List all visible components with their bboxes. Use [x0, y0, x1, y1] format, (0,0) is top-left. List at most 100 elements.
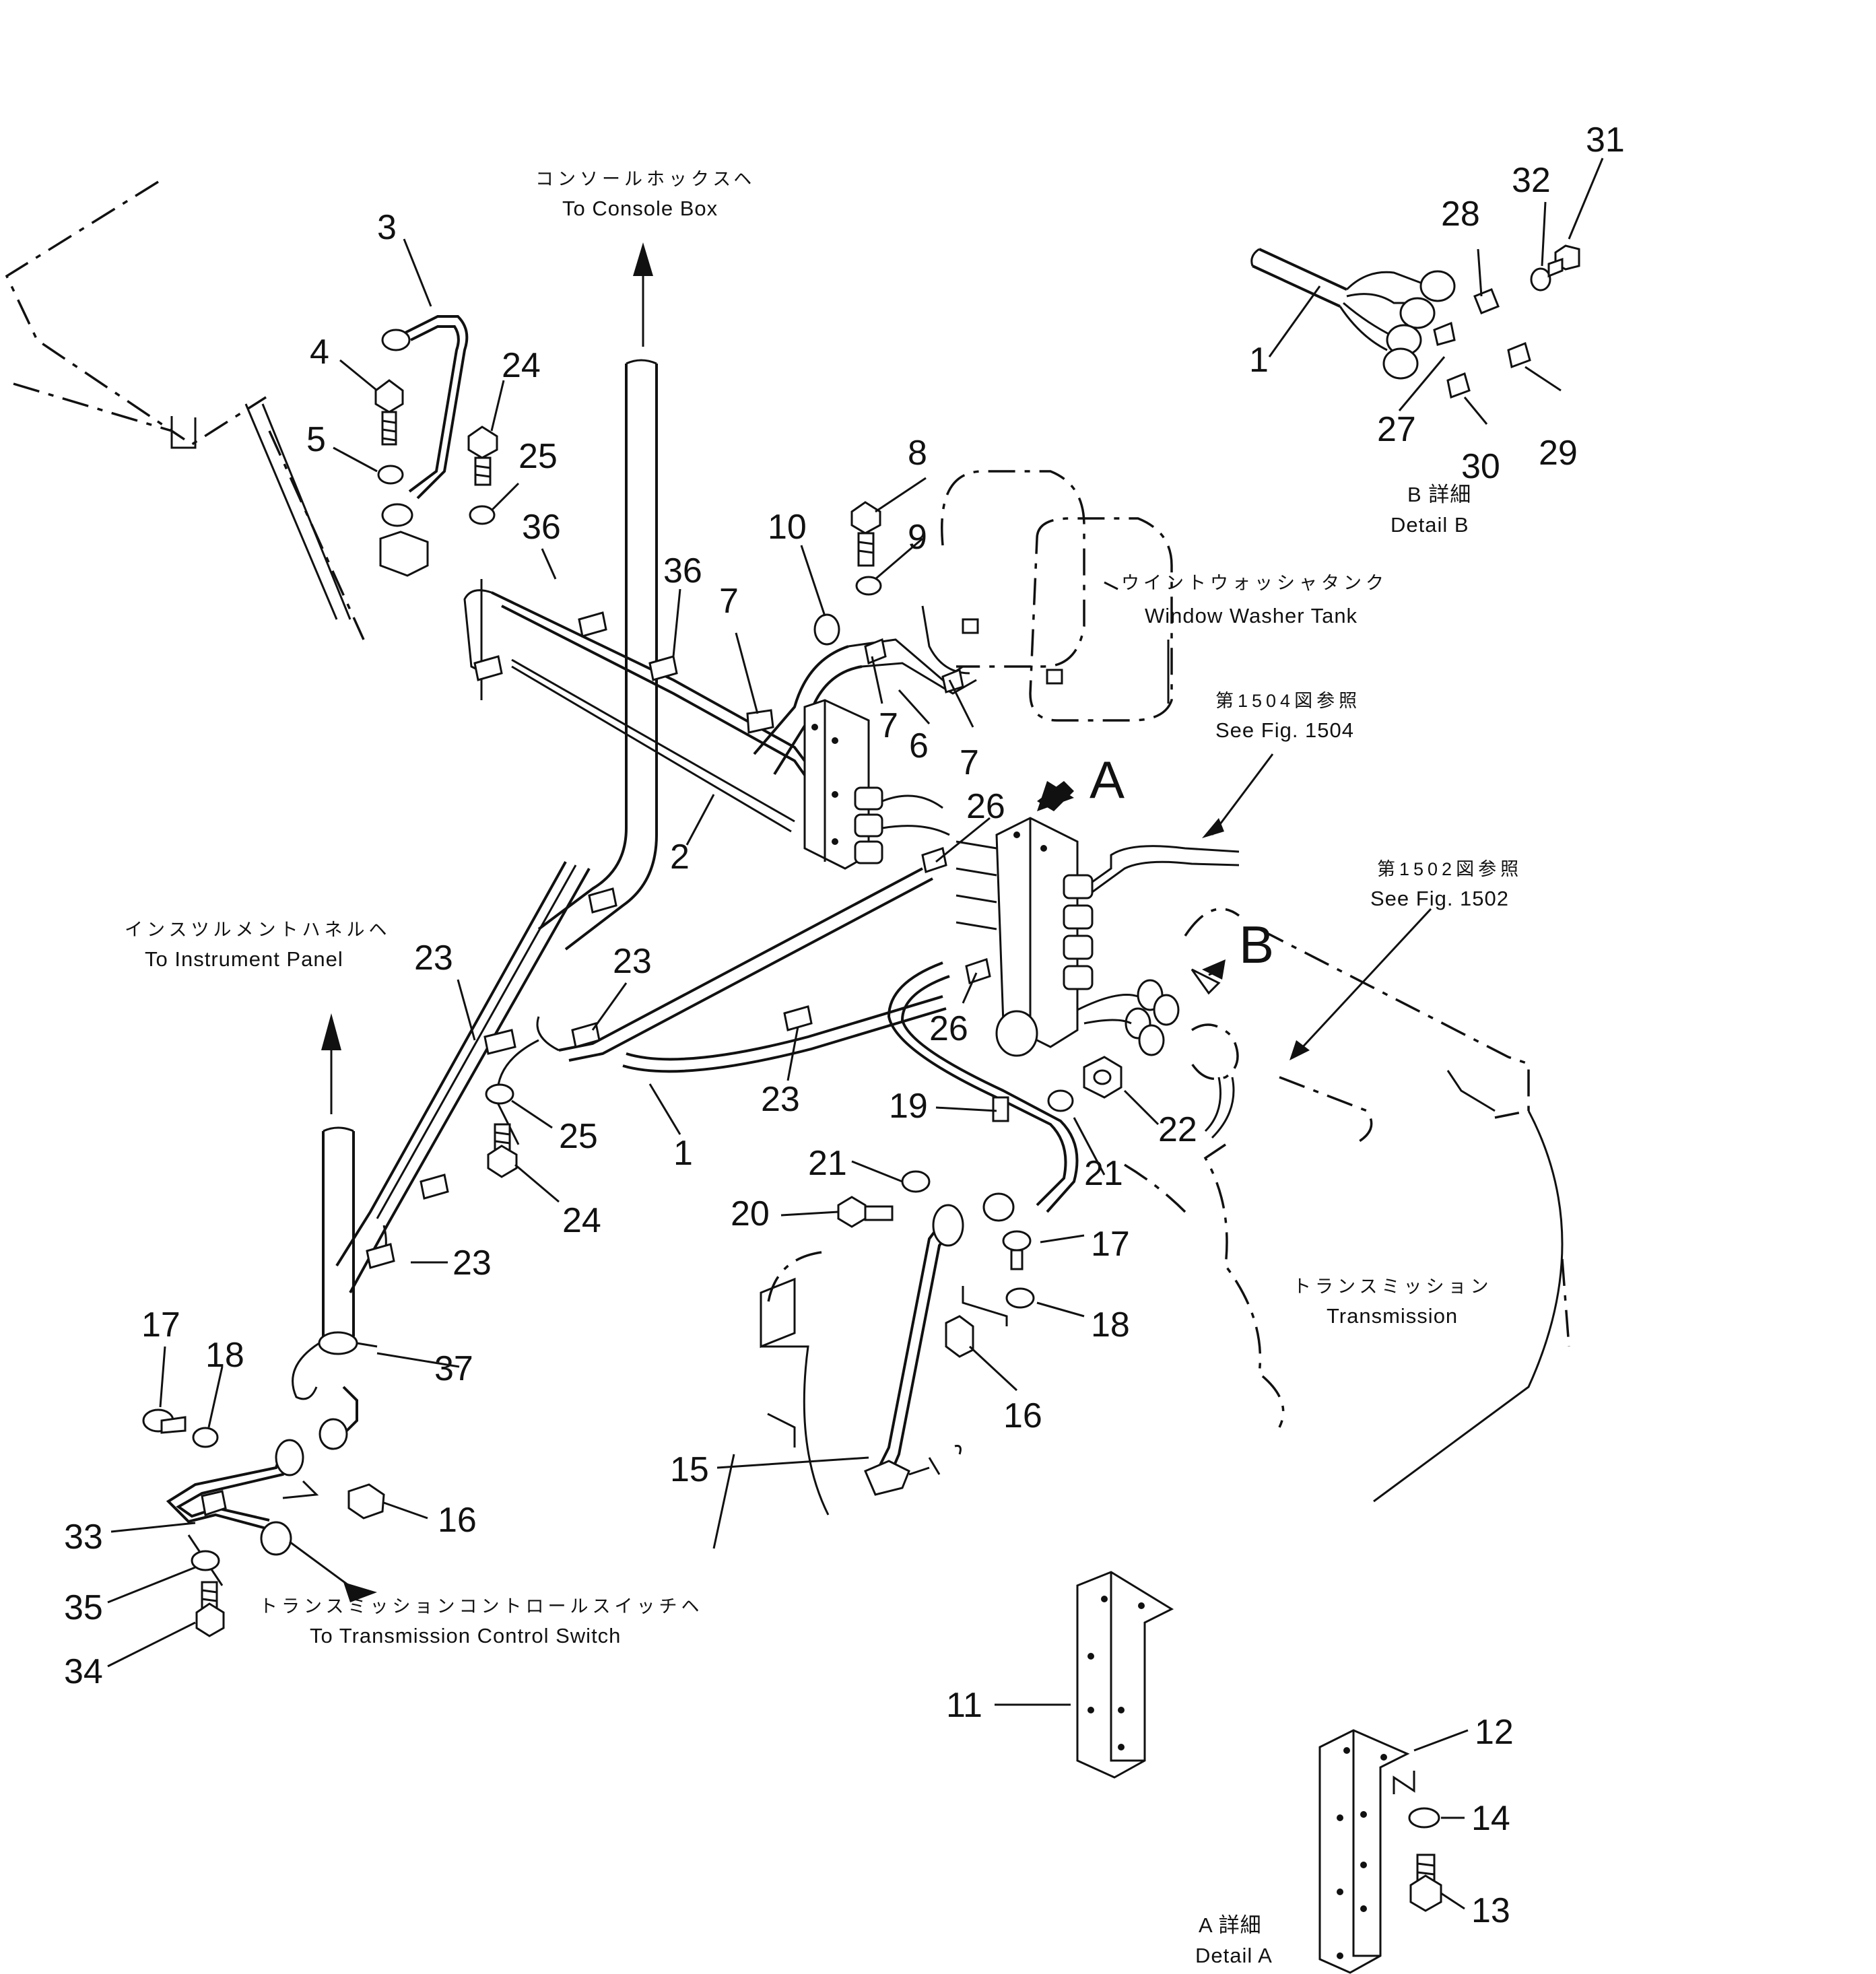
- callout-14: 14: [1471, 1799, 1510, 1838]
- callout-7a: 7: [719, 582, 739, 621]
- callout-26a: 26: [966, 787, 1005, 826]
- callout-18b: 18: [205, 1336, 244, 1375]
- bolt-13: [1409, 1853, 1442, 1912]
- washer-21-right: [1047, 1089, 1074, 1112]
- bolt-24-lower: [487, 1123, 518, 1178]
- washer-25-lower: [485, 1083, 514, 1105]
- console-conduit: [537, 242, 658, 951]
- callout-27: 27: [1377, 410, 1416, 449]
- cab-outline: [5, 180, 365, 640]
- detail-letter-b: B: [1239, 915, 1274, 974]
- transmission-outline: [712, 928, 1570, 1549]
- wire-15: [864, 1204, 964, 1496]
- callout-29: 29: [1539, 434, 1578, 473]
- callout-37: 37: [434, 1349, 473, 1388]
- instrument-panel-label-en: To Instrument Panel: [145, 947, 343, 971]
- bolt-20: [837, 1196, 894, 1228]
- clamp-23a: [588, 887, 617, 914]
- clamp-23d: [483, 1029, 516, 1055]
- callout-7c: 7: [960, 743, 979, 782]
- washer-tank-label-en: Window Washer Tank: [1145, 604, 1358, 627]
- clamp-23e: [420, 1173, 449, 1200]
- callout-21a: 21: [808, 1144, 847, 1183]
- callout-12: 12: [1475, 1713, 1514, 1752]
- transmission-label-en: Transmission: [1327, 1304, 1458, 1328]
- bracket-12: [1318, 1729, 1415, 1974]
- callout-36a: 36: [522, 508, 561, 547]
- callout-1b: 1: [673, 1134, 693, 1173]
- bracket-11: [1076, 1571, 1174, 1779]
- trans-switch-label-en: To Transmission Control Switch: [310, 1624, 621, 1647]
- harness-main: [335, 861, 947, 1293]
- instrument-panel-label-jp: インスツルメントハネルヘ: [125, 920, 391, 940]
- ground-strap-3: [379, 315, 469, 577]
- callout-25a: 25: [518, 437, 558, 476]
- callout-13: 13: [1471, 1891, 1510, 1930]
- washer-25-upper: [469, 505, 496, 525]
- callout-33: 33: [64, 1518, 103, 1557]
- trans-switch-label-jp: トランスミッションコントロールスイッチヘ: [259, 1596, 703, 1616]
- clamp-36a: [578, 611, 607, 638]
- callout-23d: 23: [453, 1244, 492, 1283]
- washer-9: [855, 576, 882, 596]
- callout-9: 9: [908, 518, 927, 557]
- clamp-harness-left: [473, 655, 503, 681]
- bolt-8: [850, 501, 881, 567]
- callout-32: 32: [1512, 161, 1551, 200]
- callout-26b: 26: [929, 1009, 968, 1048]
- annotations: コンソールホックスヘ To Console Box インスツルメントハネルヘ T…: [125, 169, 1518, 1967]
- callout-23c: 23: [761, 1080, 800, 1119]
- callout-21b: 21: [1084, 1154, 1123, 1193]
- detail-b-assembly: [1250, 244, 1580, 399]
- callout-17b: 17: [141, 1305, 180, 1345]
- connector-bracket-left: [803, 699, 950, 870]
- callout-1a: 1: [1249, 341, 1269, 380]
- window-washer-tank: [941, 470, 1173, 722]
- callout-numbers: 1 1 2 3 4 5 6 7 7 7 8 9 10 11 12 13 14 1…: [64, 121, 1625, 1930]
- clamp-7a: [746, 709, 774, 734]
- callout-22: 22: [1158, 1110, 1197, 1149]
- clamp-36b: [648, 655, 678, 681]
- clip-16-right: [945, 1315, 974, 1358]
- leader-lines: [107, 158, 1604, 1910]
- washer-21-left: [901, 1170, 931, 1193]
- callout-16a: 16: [1003, 1396, 1042, 1435]
- bolt-4: [374, 379, 404, 446]
- console-box-label-jp: コンソールホックスヘ: [535, 169, 756, 189]
- callout-11: 11: [946, 1686, 982, 1725]
- clamp-7c: [941, 668, 964, 693]
- callout-4: 4: [310, 333, 329, 372]
- detail-a-label-en: Detail A: [1195, 1944, 1273, 1967]
- callout-24a: 24: [502, 346, 541, 385]
- detail-a-label-jp: A 詳細: [1199, 1913, 1262, 1937]
- clamp-23f: [366, 1243, 395, 1269]
- wire-33: [166, 1386, 377, 1602]
- clamp-26a: [921, 847, 947, 873]
- washer-35: [191, 1550, 220, 1571]
- callout-7b: 7: [879, 706, 898, 745]
- detail-b-label-en: Detail B: [1391, 513, 1469, 537]
- callout-16b: 16: [438, 1501, 477, 1540]
- detail-b-label-jp: B 詳細: [1407, 483, 1471, 506]
- console-box-label-en: To Console Box: [562, 197, 718, 220]
- clamp-23c: [783, 1005, 813, 1031]
- callout-10: 10: [768, 508, 807, 547]
- callout-36b: 36: [663, 551, 702, 590]
- see-fig-1504-jp: 第1504図参照: [1215, 691, 1361, 711]
- see-fig-1502-en: See Fig. 1502: [1370, 887, 1509, 910]
- bolt-24-upper: [467, 426, 498, 486]
- callout-20: 20: [731, 1194, 770, 1233]
- callout-35: 35: [64, 1588, 103, 1627]
- callout-31: 31: [1586, 121, 1625, 160]
- washer-tank-label-jp: ウイントウォッシャタンク: [1121, 573, 1388, 593]
- callout-3: 3: [377, 208, 397, 247]
- see-fig-1504-en: See Fig. 1504: [1215, 718, 1354, 742]
- callout-18a: 18: [1091, 1305, 1130, 1345]
- washer-18-right: [1005, 1287, 1035, 1309]
- callout-17a: 17: [1091, 1225, 1130, 1264]
- callout-24b: 24: [562, 1201, 601, 1240]
- wire-19: [887, 961, 1079, 1222]
- bolt-34: [195, 1581, 225, 1637]
- washer-18-left: [192, 1427, 219, 1448]
